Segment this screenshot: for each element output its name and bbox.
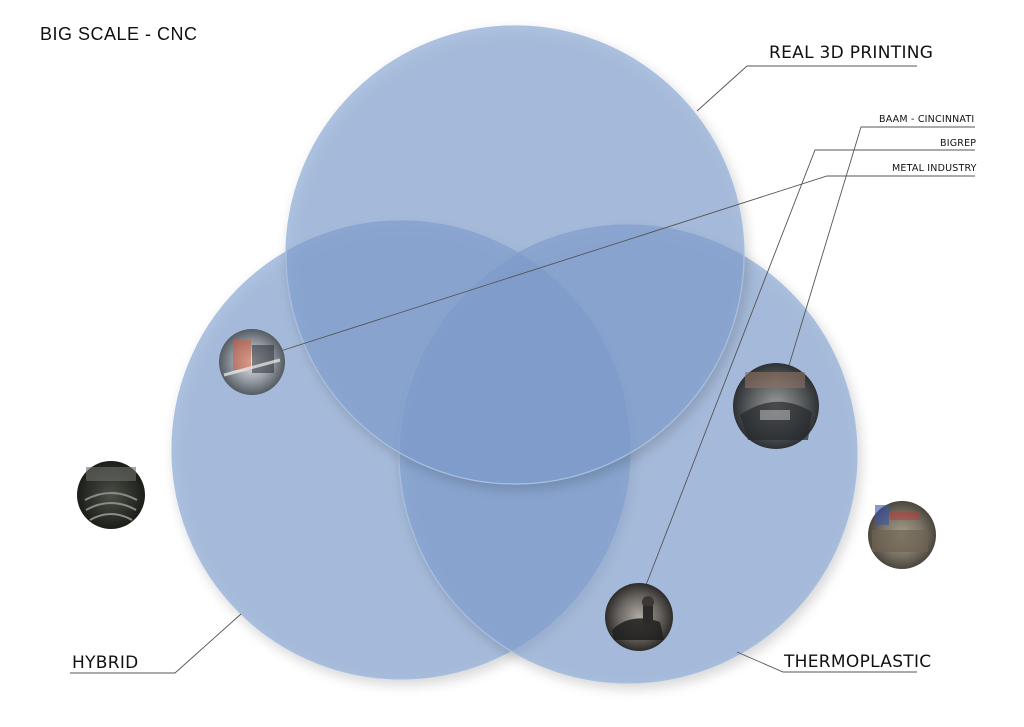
venn-circles <box>171 25 858 684</box>
label-thermoplastic: THERMOPLASTIC <box>784 652 932 672</box>
leader-thermoplastic <box>736 651 917 673</box>
leader-real3d <box>696 65 917 112</box>
leader-metal <box>267 175 975 356</box>
thumb-metal-industry <box>219 329 285 395</box>
thumb-baam <box>733 363 819 449</box>
set-real3d-circle <box>285 25 745 485</box>
label-bigrep: BIGREP <box>940 138 977 149</box>
page-title: BIG SCALE - CNC <box>40 24 198 44</box>
thumb-car <box>605 583 673 651</box>
label-hybrid: HYBRID <box>72 653 139 673</box>
leader-lines <box>70 65 975 674</box>
label-metal-industry: METAL INDUSTRY <box>892 163 977 174</box>
label-real3d: REAL 3D PRINTING <box>769 43 934 63</box>
leader-baam <box>786 126 975 373</box>
leader-hybrid <box>70 613 242 674</box>
label-baam: BAAM - CINCINNATI <box>879 114 975 125</box>
thumb-hybrid-sample <box>77 461 145 529</box>
leader-bigrep <box>645 149 975 586</box>
thumb-bigrep <box>868 501 936 569</box>
